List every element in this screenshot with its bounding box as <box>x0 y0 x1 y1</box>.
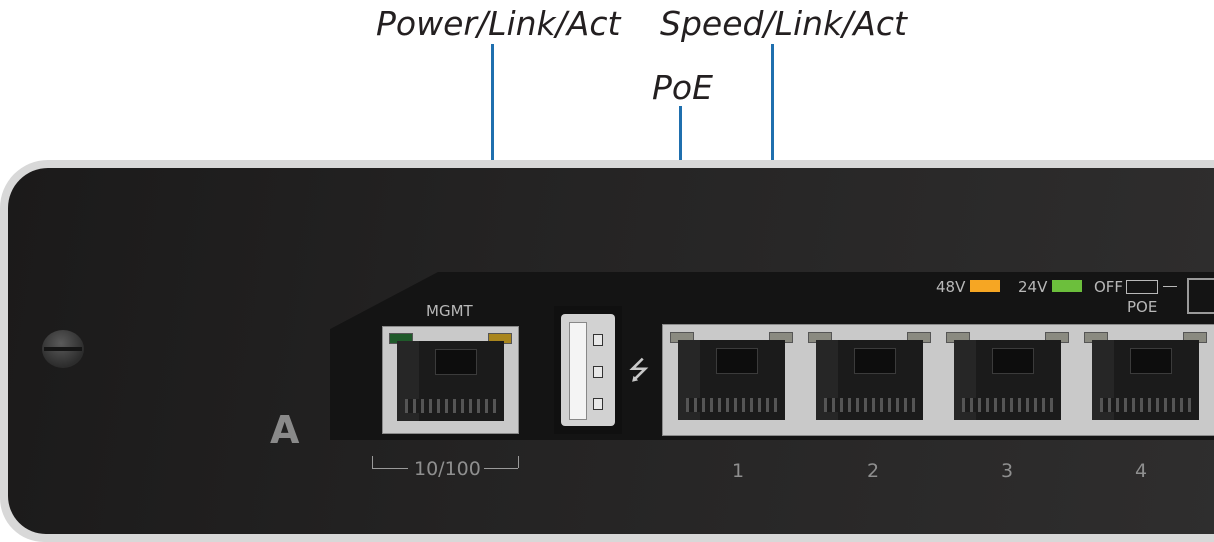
mgmt-bracket-left <box>372 456 373 468</box>
mgmt-bracket-right-line <box>484 468 518 469</box>
power-link-act-callout: Power/Link/Act <box>376 4 621 43</box>
mgmt-speed-label: 10/100 <box>414 458 481 480</box>
poe-switch-outline <box>1187 278 1214 314</box>
port-number-1: 1 <box>732 460 745 482</box>
port-number-3: 3 <box>1001 460 1014 482</box>
poe-48v-swatch <box>970 280 1000 292</box>
poe-24v-swatch <box>1052 280 1082 292</box>
poe-24v-label: 24V <box>1018 278 1048 296</box>
mgmt-label: MGMT <box>426 302 473 320</box>
poe-off-label: OFF <box>1094 278 1124 296</box>
port-number-2: 2 <box>867 460 880 482</box>
poe-callout: PoE <box>652 68 713 107</box>
speed-link-act-callout: Speed/Link/Act <box>660 4 907 43</box>
ethernet-port-1[interactable] <box>664 326 799 432</box>
poe-legend-dash <box>1163 286 1177 287</box>
screw-icon <box>42 330 84 368</box>
poe-off-swatch <box>1126 280 1158 294</box>
mgmt-bracket-right <box>518 456 519 468</box>
port-number-4: 4 <box>1135 460 1148 482</box>
ethernet-port-3[interactable] <box>940 326 1075 432</box>
ethernet-port-2[interactable] <box>802 326 937 432</box>
usb-port[interactable] <box>554 306 622 434</box>
poe-48v-label: 48V <box>936 278 966 296</box>
mgmt-ethernet-port[interactable] <box>382 326 519 434</box>
mgmt-bracket-left-line <box>372 468 408 469</box>
usb-icon: ⭍ <box>628 356 650 386</box>
ethernet-port-4[interactable] <box>1078 326 1213 432</box>
poe-label: POE <box>1127 298 1158 316</box>
port-letter: A <box>270 408 300 452</box>
